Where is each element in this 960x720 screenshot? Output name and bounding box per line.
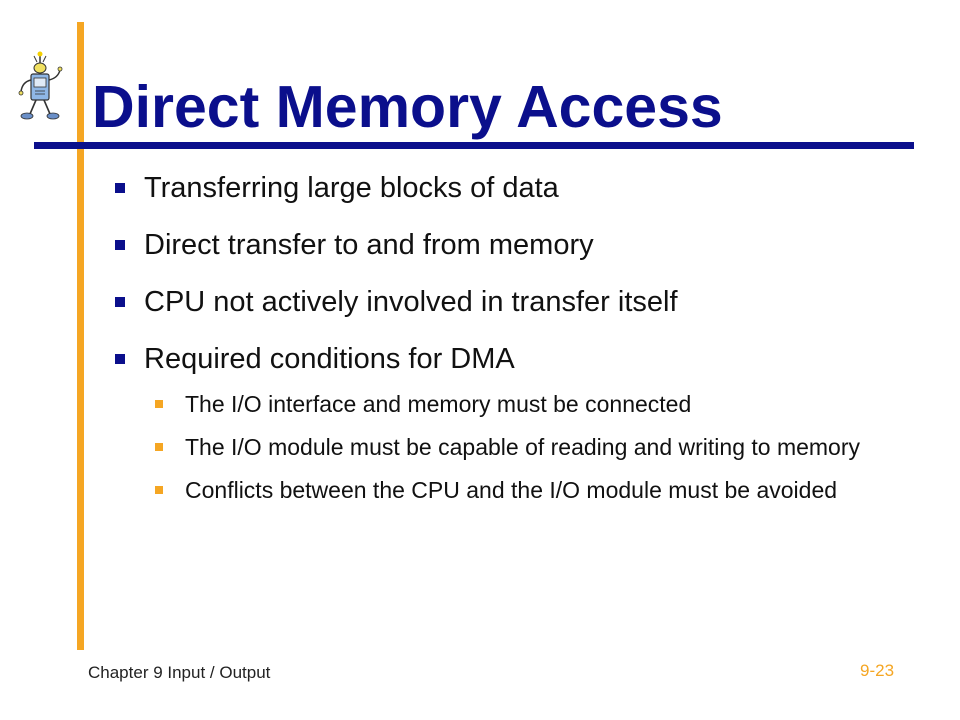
square-subbullet-icon: [155, 486, 163, 494]
footer-chapter: Chapter 9 Input / Output: [88, 663, 271, 682]
vertical-accent-line: [77, 22, 84, 650]
subbullet-text: Conflicts between the CPU and the I/O mo…: [185, 477, 838, 503]
square-subbullet-icon: [155, 400, 163, 408]
square-subbullet-icon: [155, 443, 163, 451]
title-underline: [34, 142, 914, 149]
bullet-item: Direct transfer to and from memory: [112, 227, 912, 263]
square-bullet-icon: [115, 240, 125, 250]
bullet-text: Transferring large blocks of data: [144, 172, 559, 204]
subbullet-text: The I/O module must be capable of readin…: [185, 434, 861, 460]
subbullet-text: The I/O interface and memory must be con…: [185, 391, 692, 417]
bullet-item: Required conditions for DMA: [112, 341, 912, 377]
bullet-item: CPU not actively involved in transfer it…: [112, 284, 912, 320]
slide-title: Direct Memory Access: [92, 74, 723, 140]
bullet-text: CPU not actively involved in transfer it…: [144, 286, 678, 318]
square-bullet-icon: [115, 354, 125, 364]
square-bullet-icon: [115, 183, 125, 193]
bullet-item: Transferring large blocks of data: [112, 170, 912, 206]
cartoon-computer-mascot-icon: [18, 51, 63, 120]
subbullet-item: The I/O module must be capable of readin…: [153, 433, 875, 462]
page-number: 9-23: [860, 661, 895, 680]
subbullet-item: The I/O interface and memory must be con…: [153, 390, 875, 419]
square-bullet-icon: [115, 297, 125, 307]
bullet-text: Direct transfer to and from memory: [144, 229, 594, 261]
bullet-text: Required conditions for DMA: [144, 343, 515, 375]
bullet-list: Transferring large blocks of data Direct…: [112, 170, 912, 505]
subbullet-item: Conflicts between the CPU and the I/O mo…: [153, 476, 875, 505]
